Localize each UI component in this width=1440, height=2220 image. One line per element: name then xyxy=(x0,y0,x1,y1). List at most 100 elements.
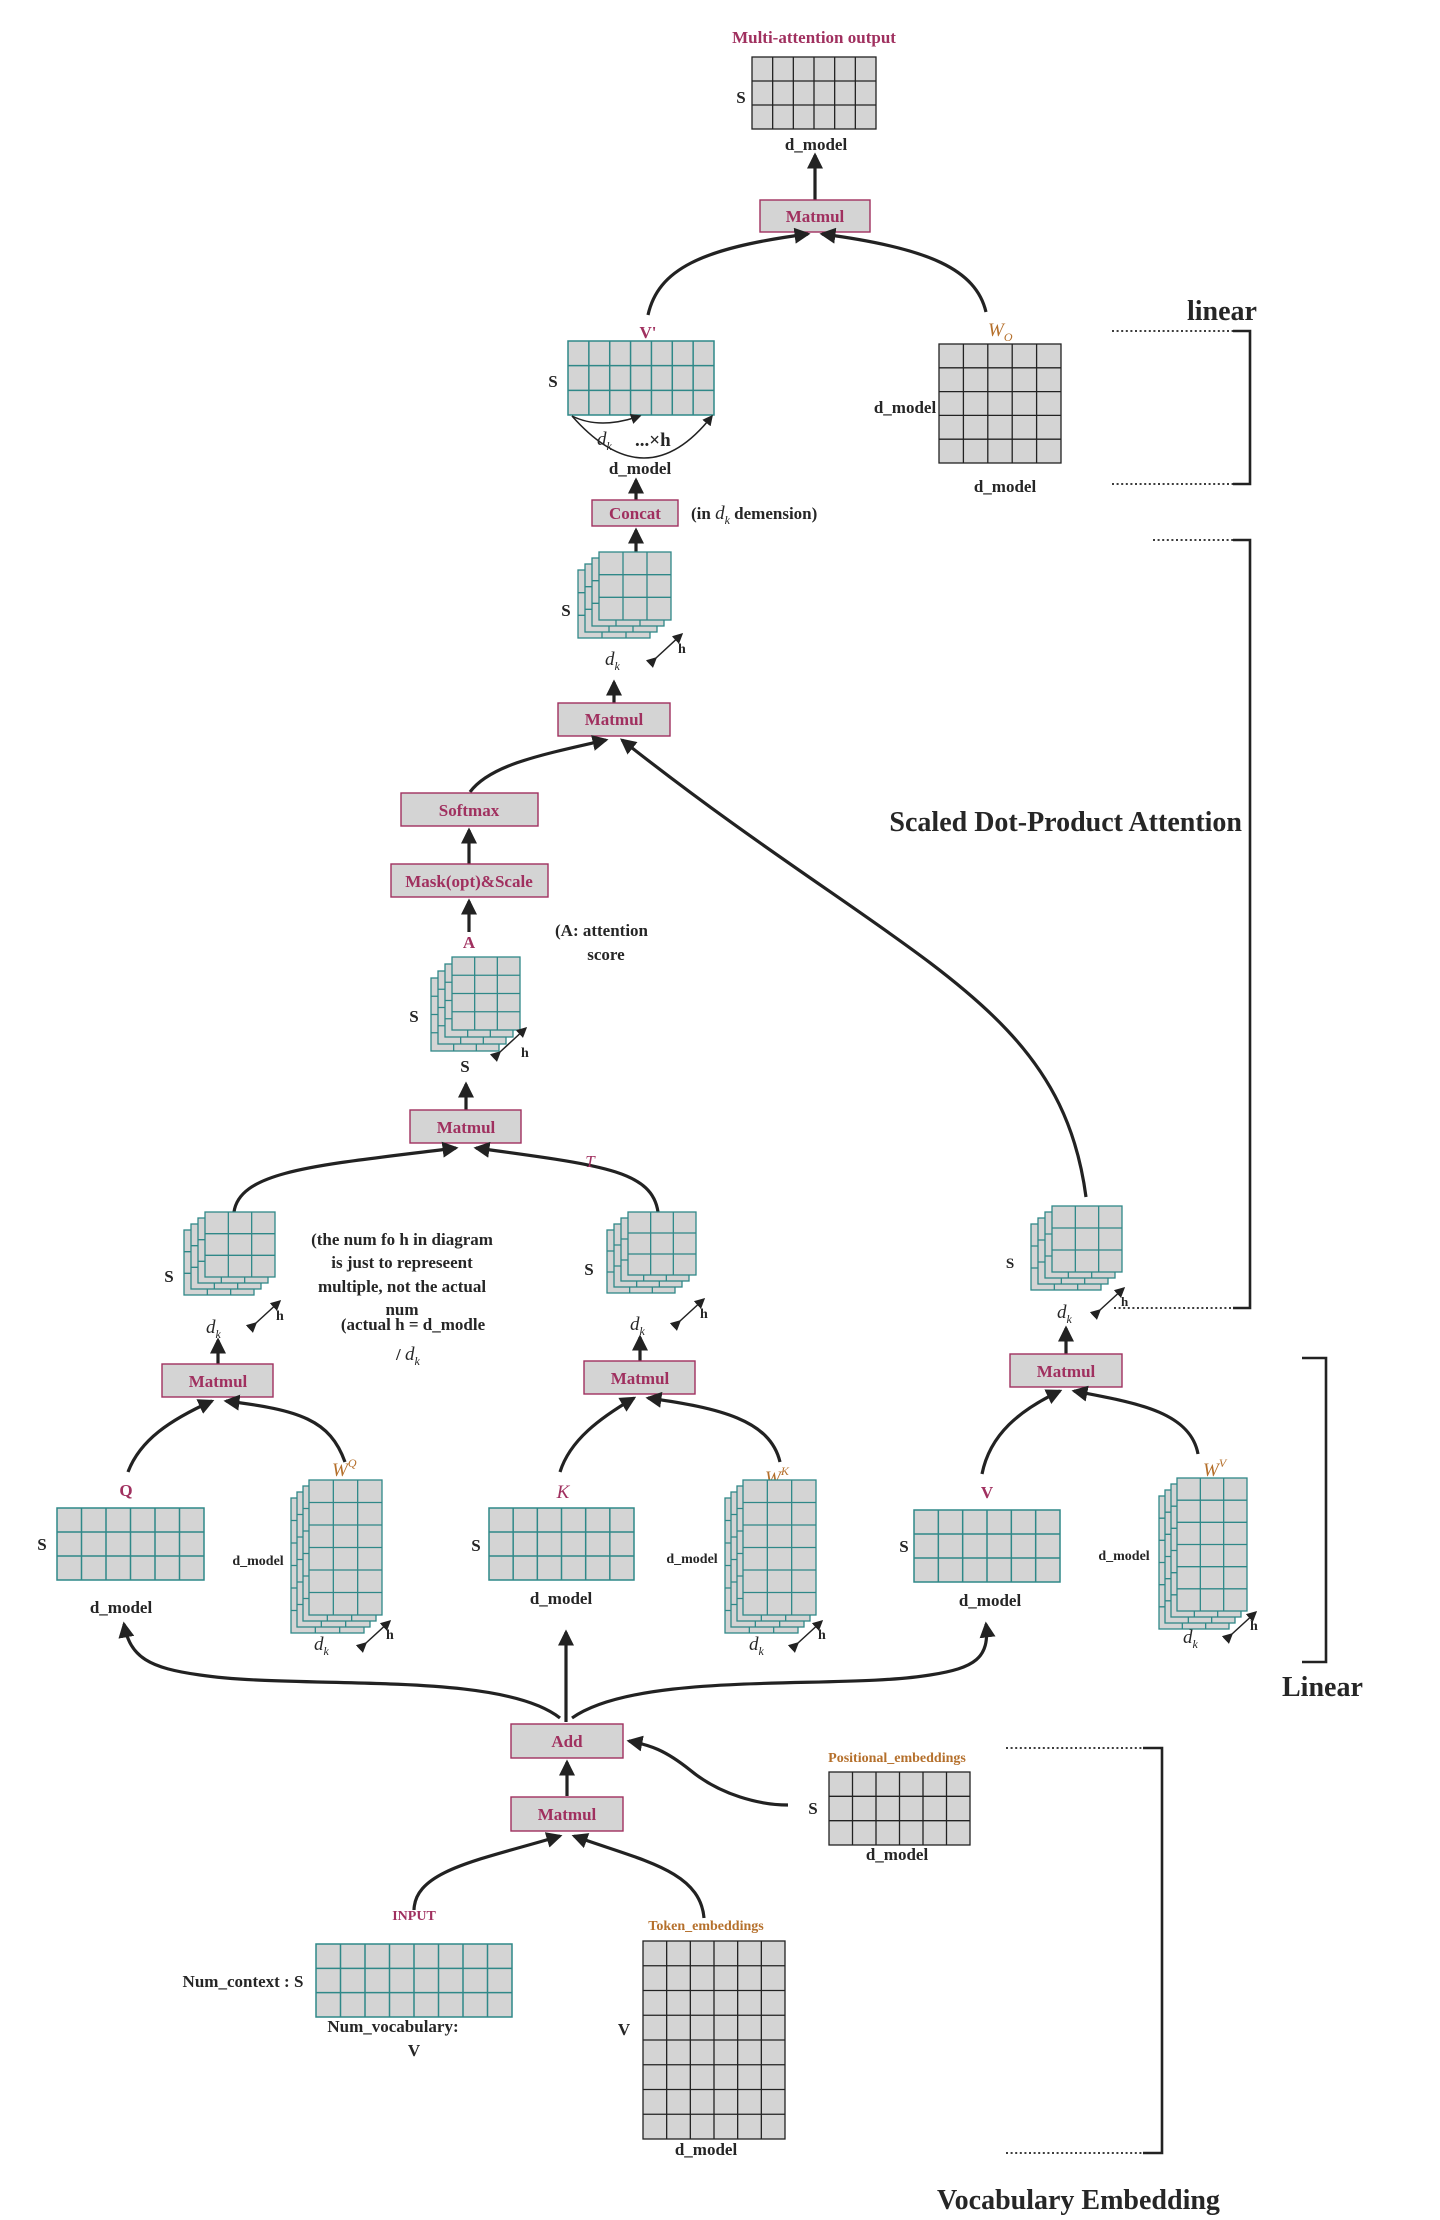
q-d-model-label: d_model xyxy=(90,1598,153,1617)
linear-top-bracket xyxy=(1233,329,1252,486)
arrow-add-to-q xyxy=(118,1621,561,1720)
wk-dk-label: dk xyxy=(749,1634,765,1658)
num-vocabulary-label: Num_vocabulary: xyxy=(327,2017,458,2036)
section-vocab-embedding: Vocabulary Embedding xyxy=(937,2185,1220,2216)
concat-d-model-label: d_model xyxy=(609,459,672,478)
v-d-model-label: d_model xyxy=(959,1591,1022,1610)
svg-text:Matmul: Matmul xyxy=(585,710,644,729)
softmax-box: Softmax xyxy=(400,792,539,827)
q-heads-s-label: S xyxy=(164,1267,173,1286)
section-linear-bottom: Linear xyxy=(1282,1672,1363,1703)
svg-text:Concat: Concat xyxy=(609,504,661,523)
attnout-dk-label: dk xyxy=(605,649,621,673)
positional-embeddings-matrix xyxy=(828,1771,971,1846)
wv-d-model-label: d_model xyxy=(1098,1549,1149,1564)
vprime-s-label: S xyxy=(548,372,557,391)
vocab-bracket xyxy=(1143,1746,1164,2155)
arrow-q-to-matmul xyxy=(126,1399,215,1473)
section-linear-top: linear xyxy=(1187,296,1257,327)
section-sdpa: Scaled Dot-Product Attention xyxy=(889,807,1242,838)
output-s-label: S xyxy=(736,88,745,107)
arrow-wv-to-matmul xyxy=(1071,1385,1200,1455)
arrow-wk-to-matmul xyxy=(645,1391,782,1463)
wo-d-model-left-label: d_model xyxy=(874,398,937,417)
matmul-score-box: Matmul xyxy=(409,1109,522,1144)
wk-stack xyxy=(724,1479,817,1634)
attention-output-stack xyxy=(577,551,672,639)
svg-text:Matmul: Matmul xyxy=(786,207,845,226)
k-heads-h-arrow xyxy=(669,1297,706,1331)
k-label: K xyxy=(556,1482,571,1503)
add-box: Add xyxy=(510,1723,624,1759)
concat-box: Concat xyxy=(591,499,679,527)
matmul-q-box: Matmul xyxy=(161,1363,274,1398)
matmul-k-box: Matmul xyxy=(583,1360,696,1395)
num-context-label: Num_context : S xyxy=(183,1972,304,1991)
v-heads-h-arrow xyxy=(1089,1286,1126,1320)
v-s-label: S xyxy=(899,1537,908,1556)
note-line6: / dk xyxy=(395,1344,420,1368)
pos-emb-s-label: S xyxy=(808,1799,817,1818)
a-h-arrow xyxy=(489,1026,528,1062)
a-s-left-label: S xyxy=(409,1007,418,1026)
v-heads-stack xyxy=(1030,1205,1123,1291)
svg-text:Matmul: Matmul xyxy=(437,1118,496,1137)
note-line3: multiple, not the actual xyxy=(318,1277,486,1296)
q-matrix xyxy=(56,1507,205,1581)
svg-text:Matmul: Matmul xyxy=(538,1805,597,1824)
transpose-t-label: T xyxy=(585,1152,596,1171)
q-heads-dk-label: dk xyxy=(206,1317,222,1341)
vprime-label: V' xyxy=(640,323,657,342)
a-h-label: h xyxy=(521,1046,529,1061)
v-heads-s-label: S xyxy=(1006,1256,1014,1272)
wk-d-model-label: d_model xyxy=(666,1552,717,1567)
svg-text:Softmax: Softmax xyxy=(439,801,500,820)
wv-dk-label: dk xyxy=(1183,1627,1199,1651)
wq-h-arrow xyxy=(355,1619,392,1653)
svg-text:Matmul: Matmul xyxy=(1037,1362,1096,1381)
wv-h-arrow xyxy=(1221,1610,1258,1644)
q-heads-h-arrow xyxy=(245,1299,282,1333)
matmul-output-box: Matmul xyxy=(759,199,871,233)
wq-d-model-label: d_model xyxy=(232,1554,283,1569)
wq-dk-label: dk xyxy=(314,1634,330,1658)
note-line5: (actual h = d_modle xyxy=(341,1315,486,1334)
svg-text:Add: Add xyxy=(551,1732,583,1751)
linear-bottom-bracket xyxy=(1302,1356,1328,1664)
matmul-embedding-box: Matmul xyxy=(510,1796,624,1832)
svg-text:Matmul: Matmul xyxy=(189,1372,248,1391)
arrow-vprime-to-matmul xyxy=(646,227,811,316)
output-matrix xyxy=(751,56,877,130)
input-matrix xyxy=(315,1943,513,2018)
input-label: INPUT xyxy=(392,1909,436,1924)
k-heads-s-label: S xyxy=(584,1260,593,1279)
pos-emb-d-model-label: d_model xyxy=(866,1845,929,1864)
wk-h-label: h xyxy=(818,1628,826,1643)
arrow-pos-emb-to-add xyxy=(626,1735,789,1807)
wo-matrix xyxy=(938,343,1062,464)
wo-d-model-bottom-label: d_model xyxy=(974,477,1037,496)
arrow-v-heads-to-matmul xyxy=(619,738,1088,1198)
note-line4: num xyxy=(385,1300,418,1319)
wq-label: WQ xyxy=(332,1456,357,1481)
concat-note: (in dk demension) xyxy=(691,503,817,527)
dk-arc xyxy=(571,414,642,424)
k-heads-dk-label: dk xyxy=(630,1314,646,1338)
v-matrix xyxy=(913,1509,1061,1583)
wo-label: WO xyxy=(988,320,1013,344)
k-heads-stack xyxy=(606,1211,697,1294)
vprime-times-h-label: ...×h xyxy=(635,430,671,451)
arrow-v-to-matmul xyxy=(980,1389,1063,1475)
k-d-model-label: d_model xyxy=(530,1589,593,1608)
wk-h-arrow xyxy=(787,1619,824,1653)
mask-scale-box: Mask(opt)&Scale xyxy=(390,863,549,898)
token-emb-d-model-label: d_model xyxy=(675,2140,738,2159)
v-heads-dk-label: dk xyxy=(1057,1302,1073,1326)
num-vocabulary-v-label: V xyxy=(408,2041,421,2060)
svg-text:Mask(opt)&Scale: Mask(opt)&Scale xyxy=(405,872,533,891)
pos-emb-label: Positional_embeddings xyxy=(828,1751,966,1766)
attention-score-stack xyxy=(430,956,521,1052)
output-title: Multi-attention output xyxy=(732,28,896,47)
arrow-wo-to-matmul xyxy=(819,227,988,313)
times-h-arc xyxy=(571,414,713,459)
